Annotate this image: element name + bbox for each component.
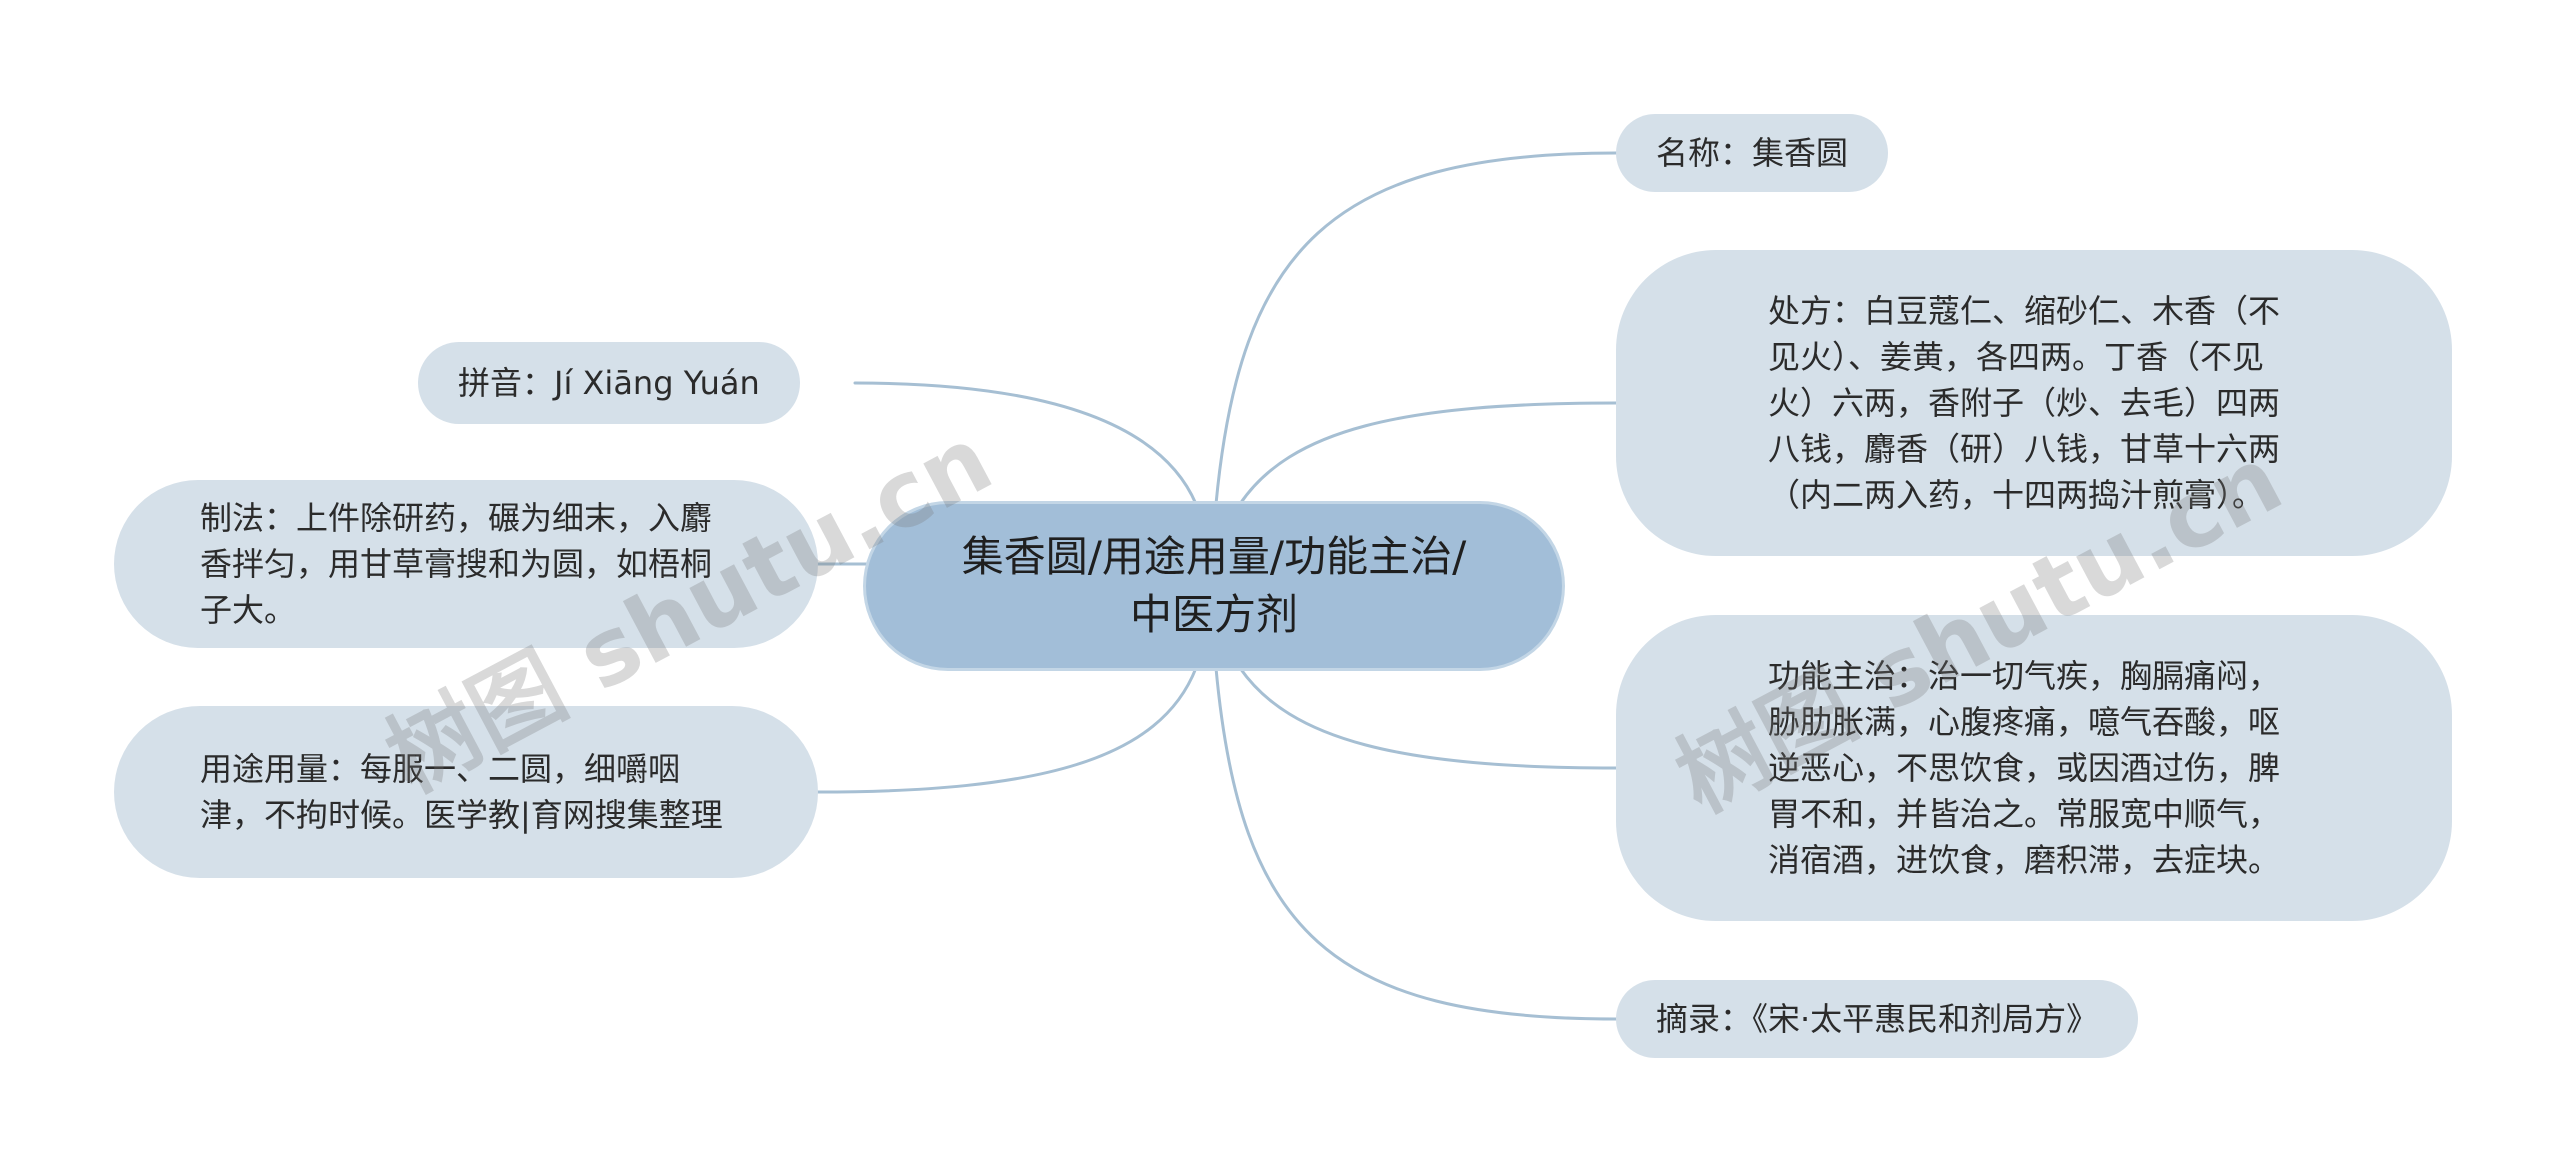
branch-label-yongtu: 用途用量：每服一、二圆，细嚼咽津，不拘时候。医学教|育网搜集整理 <box>200 750 723 834</box>
branch-node-pinyin[interactable]: 拼音：Jí Xiāng Yuán <box>418 342 800 424</box>
branch-node-gongneng[interactable]: 功能主治：治一切气疾，胸膈痛闷，胁肋胀满，心腹疼痛，噫气吞酸，呕逆恶心，不思饮食… <box>1616 615 2452 921</box>
connector-pinyin <box>853 381 1198 506</box>
branch-label-gongneng: 功能主治：治一切气疾，胸膈痛闷，胁肋胀满，心腹疼痛，噫气吞酸，呕逆恶心，不思饮食… <box>1768 657 2281 879</box>
connector-mingcheng <box>1214 151 1618 506</box>
branch-label-zhifa: 制法：上件除研药，碾为细末，入麝香拌匀，用甘草膏搜和为圆，如梧桐子大。 <box>200 499 713 629</box>
connector-chufang <box>1238 401 1618 506</box>
central-topic[interactable]: 集香圆/用途用量/功能主治/中医方剂 <box>866 504 1562 668</box>
branch-label-chufang: 处方：白豆蔻仁、缩砂仁、木香（不见火）、姜黄，各四两。丁香（不见火）六两，香附子… <box>1768 292 2281 514</box>
branch-label-pinyin: 拼音：Jí Xiāng Yuán <box>458 364 760 402</box>
connector-gongneng <box>1238 666 1618 770</box>
branch-node-mingcheng[interactable]: 名称：集香圆 <box>1616 114 1889 192</box>
central-topic-label: 集香圆/用途用量/功能主治/中医方剂 <box>961 532 1467 639</box>
branch-label-mingcheng: 名称：集香圆 <box>1656 134 1849 172</box>
branch-node-zhailu[interactable]: 摘录：《宋·太平惠民和剂局方》 <box>1616 980 2139 1058</box>
branch-label-zhailu: 摘录：《宋·太平惠民和剂局方》 <box>1656 1000 2099 1038</box>
branch-node-zhifa[interactable]: 制法：上件除研药，碾为细末，入麝香拌匀，用甘草膏搜和为圆，如梧桐子大。 <box>114 480 818 648</box>
branch-node-chufang[interactable]: 处方：白豆蔻仁、缩砂仁、木香（不见火）、姜黄，各四两。丁香（不见火）六两，香附子… <box>1616 250 2452 556</box>
connector-zhailu <box>1214 666 1618 1021</box>
connector-yongtu <box>816 666 1198 794</box>
branch-node-yongtu[interactable]: 用途用量：每服一、二圆，细嚼咽津，不拘时候。医学教|育网搜集整理 <box>114 706 818 878</box>
